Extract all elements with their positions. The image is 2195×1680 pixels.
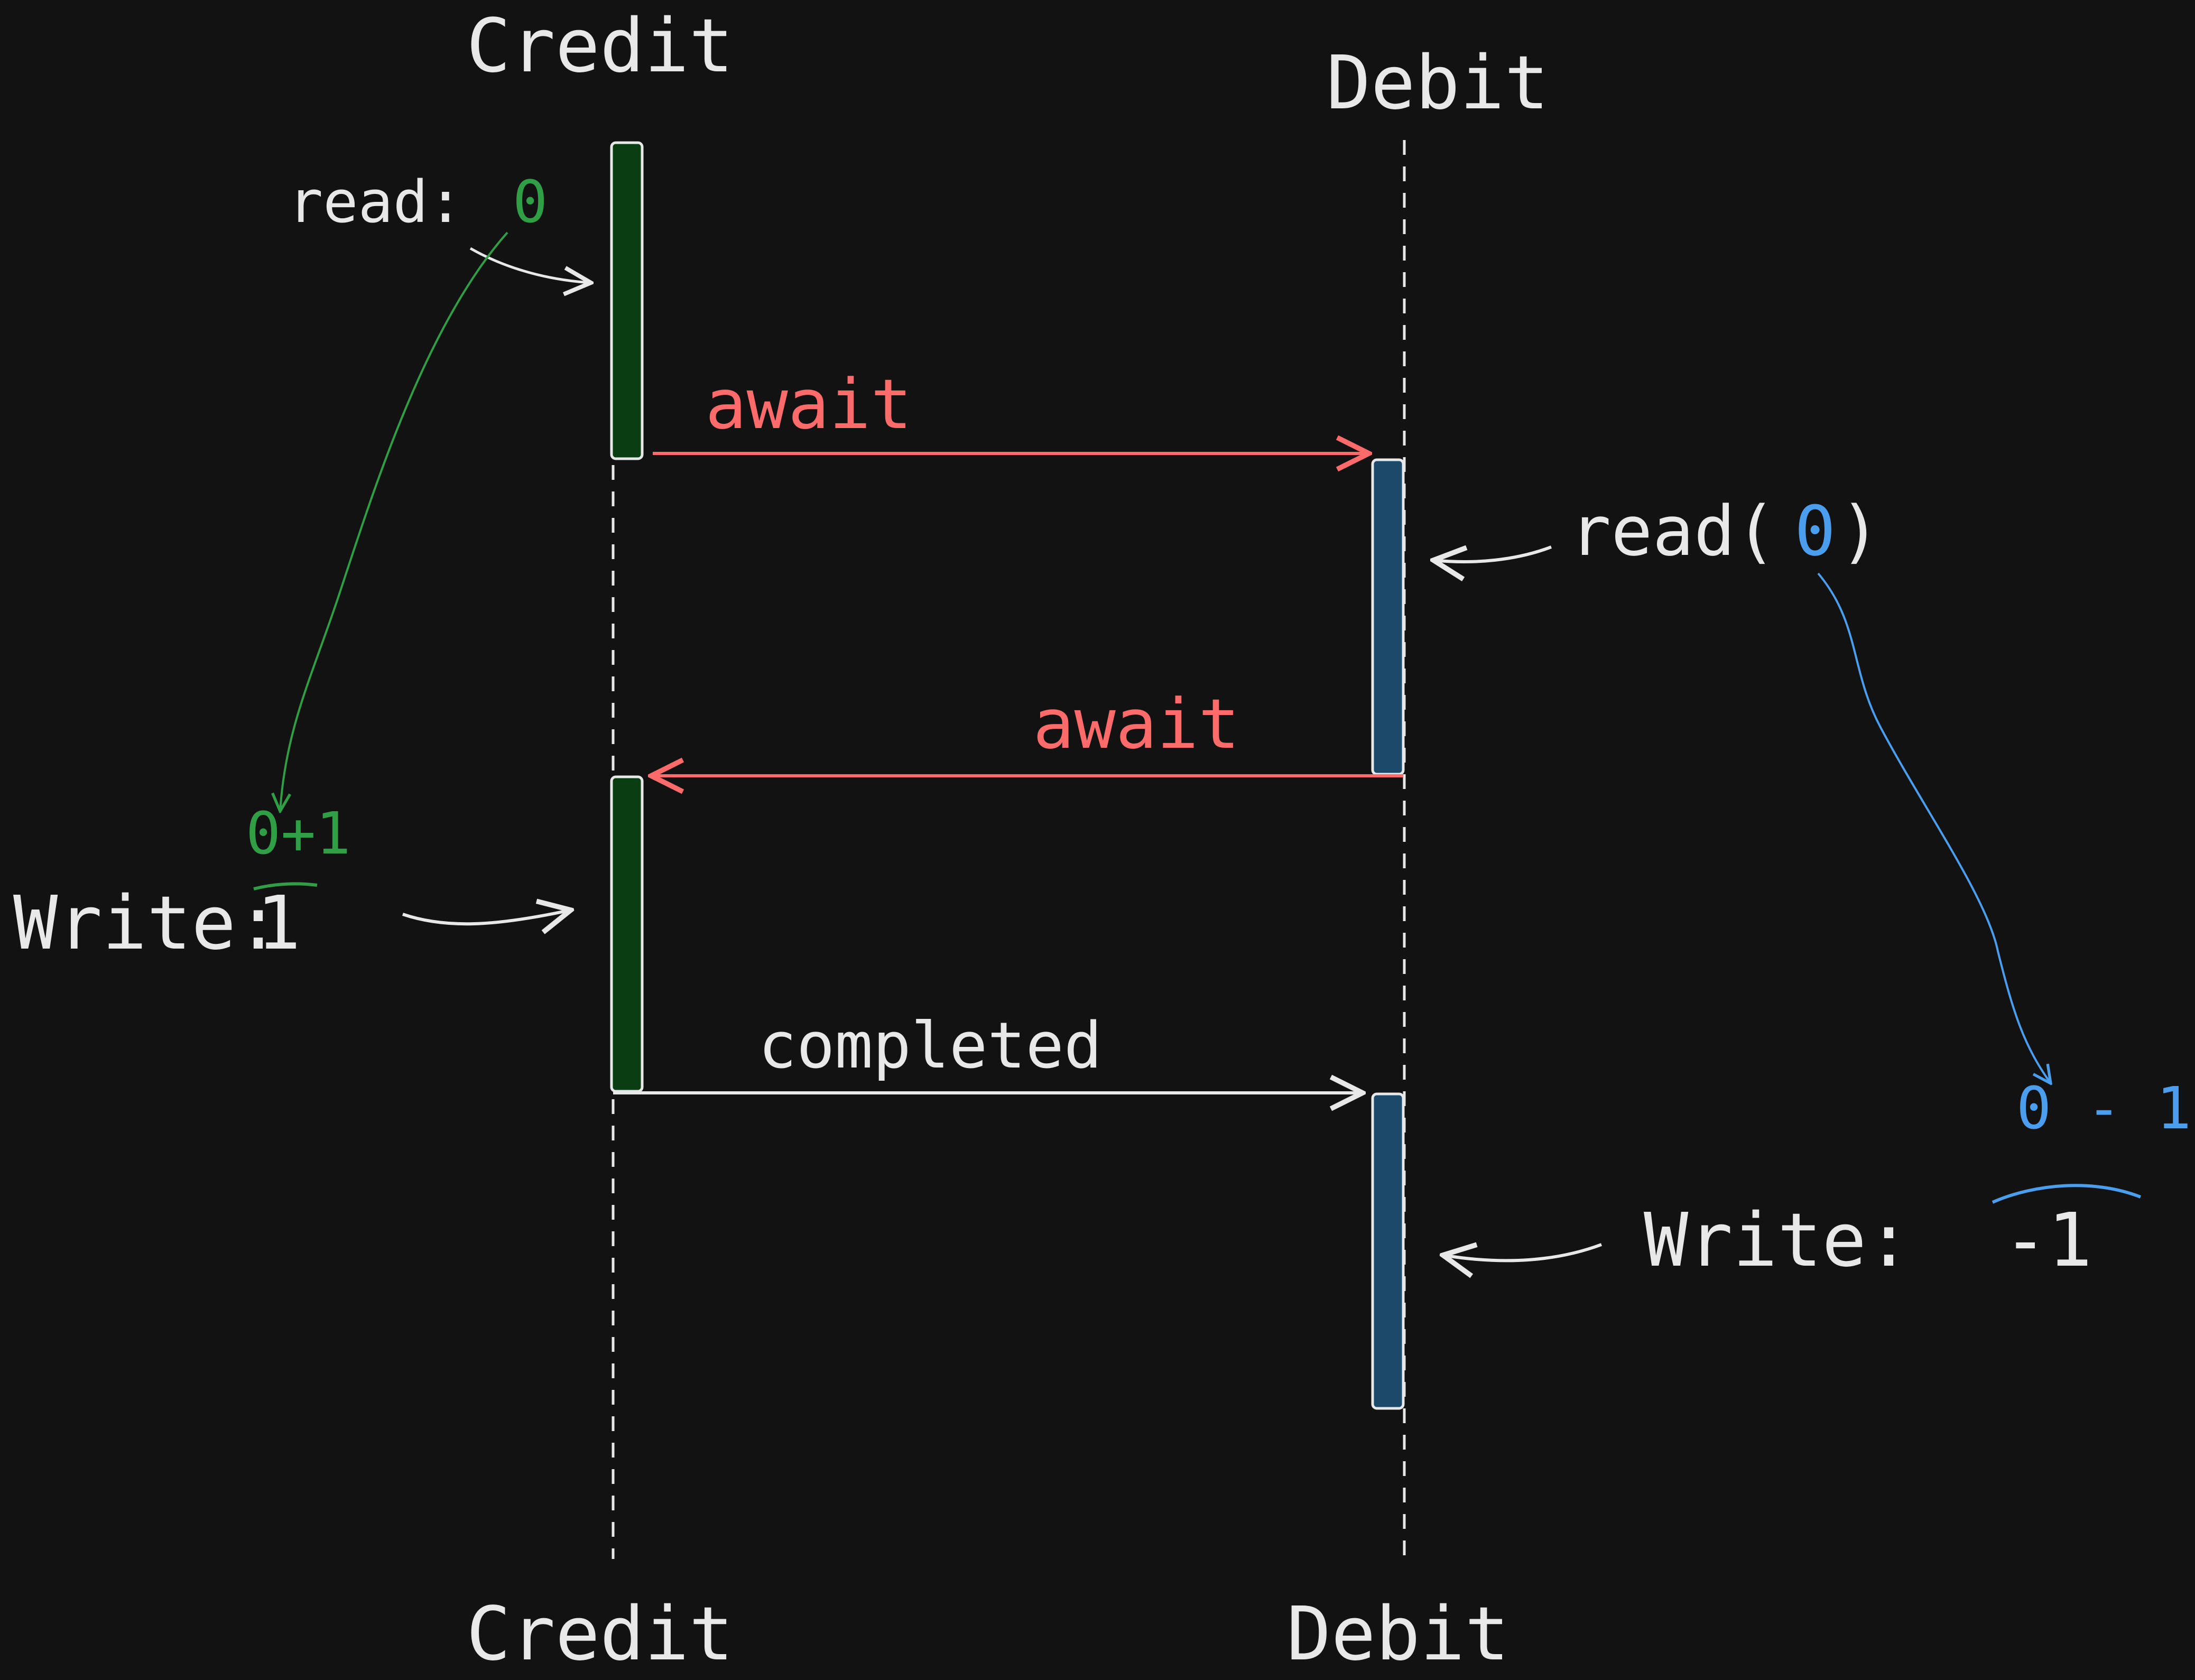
credit-header-bottom: Credit bbox=[466, 1591, 734, 1677]
debit-write-arrow bbox=[1443, 1245, 1603, 1260]
debit-header-top: Debit bbox=[1326, 40, 1549, 126]
debit-write-value: -1 bbox=[2003, 1198, 2092, 1284]
debit-header-bottom: Debit bbox=[1286, 1591, 1509, 1677]
credit-header-top: Credit bbox=[466, 3, 734, 89]
message-label-await-1: await bbox=[705, 364, 912, 444]
credit-write-label: Write: bbox=[13, 880, 281, 967]
debit-read-value: 0 bbox=[1794, 491, 1836, 571]
credit-write-value: 1 bbox=[256, 880, 301, 967]
credit-write-arrow bbox=[402, 910, 571, 924]
credit-read-value: 0 bbox=[513, 168, 548, 236]
message-label-await-2: await bbox=[1033, 684, 1239, 764]
message-label-completed: completed bbox=[758, 1009, 1102, 1083]
credit-activation-2 bbox=[610, 775, 644, 1093]
credit-activation-1 bbox=[610, 141, 644, 460]
debit-activation-1 bbox=[1371, 458, 1405, 776]
debit-read-arrow bbox=[1433, 547, 1552, 562]
credit-sum-note: 0+1 bbox=[246, 800, 351, 867]
credit-value-flow-arrow bbox=[280, 231, 508, 811]
credit-read-label: read: bbox=[288, 168, 463, 236]
debit-write-underline bbox=[1992, 1184, 2142, 1204]
credit-read-arrow bbox=[469, 247, 591, 283]
debit-read-label: read( bbox=[1570, 491, 1776, 571]
debit-value-flow-arrow bbox=[1817, 572, 2051, 1083]
debit-activation-2 bbox=[1371, 1092, 1405, 1410]
credit-write-underline bbox=[253, 882, 318, 890]
debit-write-label: Write: bbox=[1644, 1198, 1911, 1284]
debit-read-close: ) bbox=[1839, 491, 1881, 571]
debit-diff-note: 0 - 1 bbox=[2016, 1074, 2191, 1142]
